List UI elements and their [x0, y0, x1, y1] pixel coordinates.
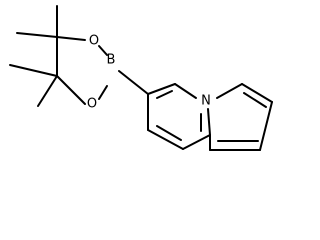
- ring6-bond-2: [174, 83, 197, 99]
- molecule-structure: B O O N: [9, 5, 273, 151]
- methyl-bond-2: [16, 32, 58, 38]
- boron-label: B: [107, 53, 116, 68]
- pyrrole-ring: [209, 83, 273, 151]
- ring6-double-3: [156, 125, 182, 141]
- ring6-bond-4: [182, 134, 211, 150]
- pyridine-ring: [147, 83, 211, 150]
- bond-o-bottom-c: [56, 75, 86, 105]
- pinacol-boronate-group: [9, 5, 108, 107]
- ring5-double-1: [243, 92, 267, 108]
- methyl-bond-4: [37, 75, 58, 107]
- ring5-bond-2: [241, 83, 273, 103]
- bond-o-top-c: [56, 36, 86, 41]
- ring6-bond-3: [207, 108, 211, 136]
- bond-b-o-bottom: [98, 85, 108, 100]
- oxygen-top-label: O: [89, 34, 99, 49]
- ring5-bond-3: [259, 101, 273, 151]
- oxygen-bottom-label: O: [87, 97, 97, 112]
- ring6-double-1: [156, 90, 173, 99]
- nitrogen-label: N: [201, 94, 211, 109]
- ring5-bond-1: [216, 83, 243, 99]
- bond-b-o-top: [98, 45, 108, 56]
- ring6-bond-1: [147, 83, 176, 95]
- ring6-bond-5: [147, 129, 184, 150]
- bond-b-aryl: [118, 70, 149, 95]
- methyl-bond-3: [9, 64, 58, 77]
